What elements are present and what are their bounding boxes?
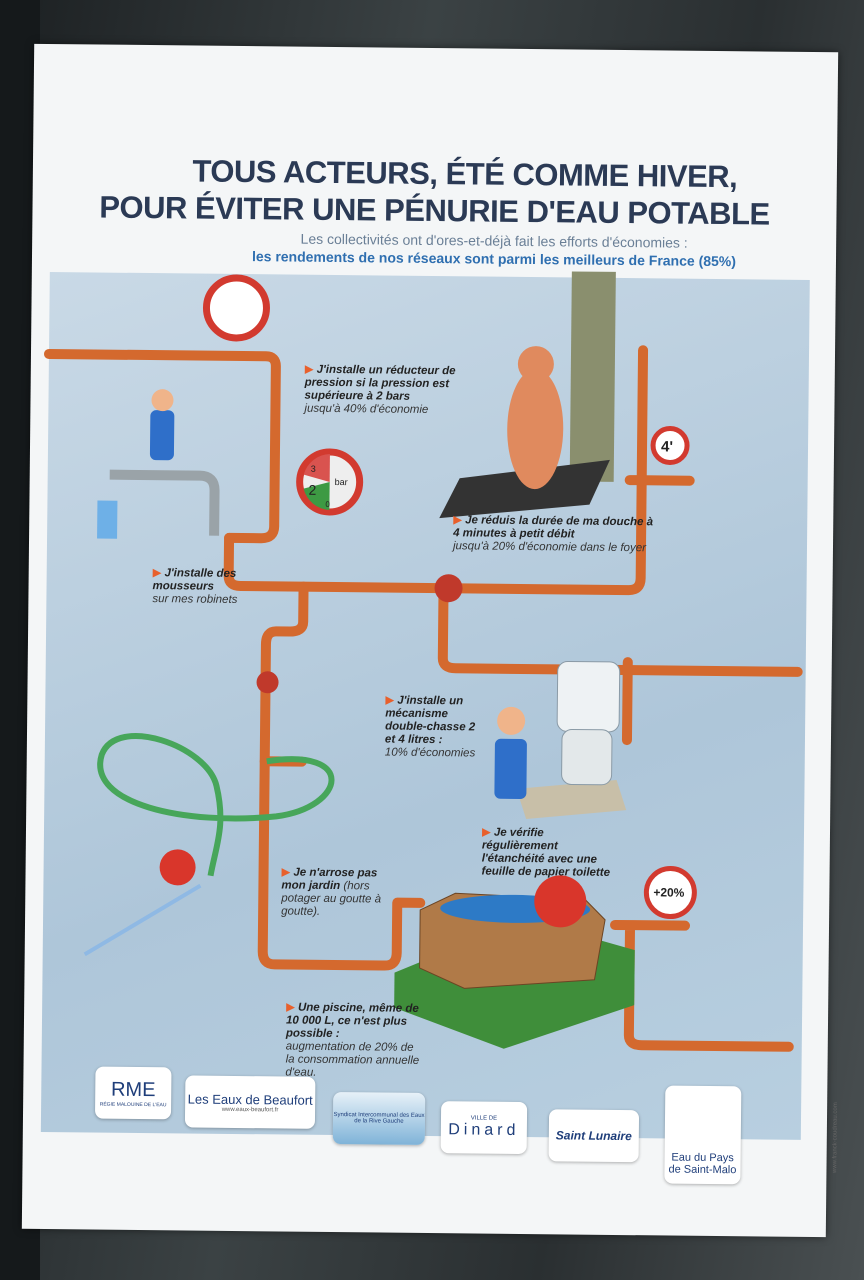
water-stream (97, 500, 118, 539)
pipe-toilet-down (621, 657, 633, 746)
valve-icon (434, 574, 463, 603)
gauge-3: 3 (311, 464, 316, 474)
pipe-pool (610, 919, 794, 1052)
gauge-2: 2 (308, 482, 316, 498)
pool-increase: +20% (653, 885, 685, 899)
faucet-icon (109, 469, 220, 536)
water-saving-poster: TOUS ACTEURS, ÉTÉ COMME HIVER, POUR ÉVIT… (21, 43, 840, 1238)
tip-leak-check: ▶Je vérifie régulièrement l'étanchéité a… (481, 826, 611, 879)
logo-saint-lunaire: Saint Lunaire (548, 1109, 640, 1163)
shower-wall (569, 271, 616, 482)
person-showering (507, 369, 564, 490)
garden-hose (97, 733, 335, 877)
hose-spray (83, 883, 202, 957)
plumber-figure (149, 410, 175, 461)
shower-timer-icon (650, 426, 690, 466)
pipes (43, 345, 803, 1052)
logo-syndicat: Syndicat Intercommunal des Eaux de la Ri… (332, 1092, 426, 1145)
logo-eau-pays-saint-malo: Eau du Pays de Saint-Malo (664, 1085, 742, 1185)
sad-face-icon (159, 849, 196, 886)
plumber-figure (494, 738, 527, 799)
toilet-mat (516, 779, 627, 820)
pool-gauge-icon (643, 866, 697, 920)
pipe-meter (43, 348, 281, 544)
gauge-unit: bar (335, 477, 348, 487)
tip-pool: ▶Une piscine, même de 10 000 L, ce n'est… (285, 1001, 420, 1079)
pipe-garden (257, 581, 426, 971)
tip-pressure-reducer: ▶J'installe un réducteur de pression si … (304, 363, 456, 416)
gauge-0: 0 (325, 500, 330, 509)
water-meter-icon (202, 274, 270, 342)
tip-dual-flush: ▶J'installe un mécanisme double-chasse 2… (384, 694, 476, 760)
shower-timer: 4' (661, 438, 673, 455)
credit-text: www.franck-coudreau.com (832, 1102, 840, 1174)
toilet-icon (556, 660, 621, 733)
shower-tray (439, 459, 610, 519)
pipe-shower-gauge (624, 475, 695, 486)
tip-shower: ▶Je réduis la durée de ma douche à 4 min… (452, 514, 654, 555)
tip-garden: ▶Je n'arrose pas mon jardin (hors potage… (281, 866, 382, 918)
pipe-illustration: bar 3 2 0 4' +20% (43, 271, 803, 1052)
valve-icon (256, 671, 279, 694)
sad-face-icon (534, 875, 587, 928)
pipe-toilet (437, 583, 803, 677)
